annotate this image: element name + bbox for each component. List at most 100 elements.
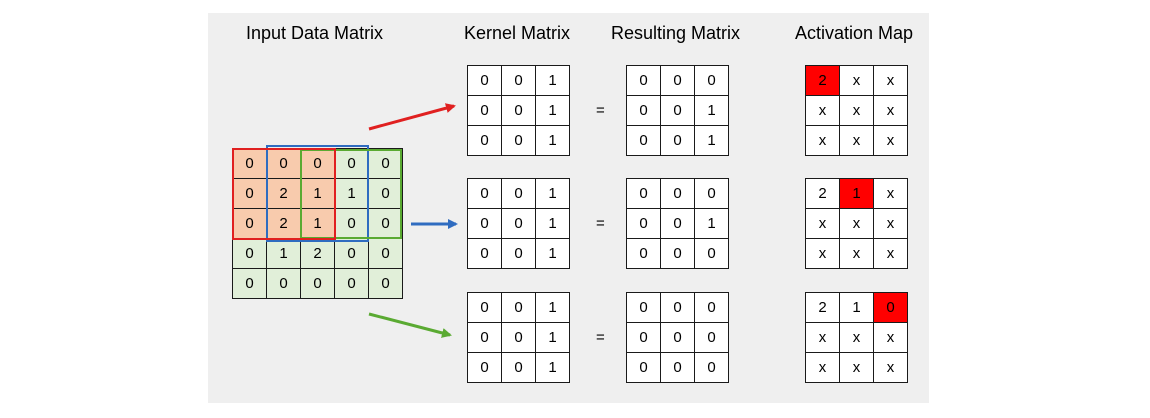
matrix-cell: 1 — [535, 95, 570, 126]
matrix-cell: 0 — [626, 95, 661, 126]
activation-cell: x — [805, 238, 840, 269]
matrix-cell: 0 — [660, 352, 695, 383]
matrix-cell: 0 — [467, 95, 502, 126]
matrix-cell: 0 — [467, 65, 502, 96]
input-cell: 2 — [300, 238, 335, 269]
matrix-cell: 0 — [467, 178, 502, 209]
red-arrow — [368, 103, 456, 131]
activation-cell: 2 — [805, 292, 840, 323]
matrix-cell: 1 — [535, 352, 570, 383]
input-cell: 0 — [368, 268, 403, 299]
input-matrix-title: Input Data Matrix — [246, 23, 384, 43]
matrix-cell: 0 — [660, 208, 695, 239]
matrix-cell: 0 — [501, 65, 536, 96]
input-cell: 0 — [232, 268, 267, 299]
matrix-cell: 1 — [535, 238, 570, 269]
activation-cell: x — [873, 238, 908, 269]
activation-cell: 2 — [805, 178, 840, 209]
activation-cell-highlighted: 0 — [873, 292, 908, 323]
matrix-cell: 0 — [626, 352, 661, 383]
matrix-cell: 0 — [694, 65, 729, 96]
activation-cell: x — [805, 352, 840, 383]
blue-window-outline — [266, 145, 369, 242]
input-cell: 0 — [334, 208, 369, 239]
matrix-cell: 0 — [626, 322, 661, 353]
input-cell: 0 — [266, 268, 301, 299]
matrix-cell: 0 — [660, 238, 695, 269]
activation-cell: x — [839, 238, 874, 269]
input-data-matrix: 0 0 0 0 0 0 2 1 1 0 0 2 1 0 0 0 1 2 0 0 … — [232, 148, 403, 299]
matrix-cell: 0 — [467, 352, 502, 383]
kernel-matrix-title: Kernel Matrix — [464, 23, 571, 43]
matrix-cell: 0 — [660, 65, 695, 96]
activation-cell: x — [873, 95, 908, 126]
activation-cell: 1 — [839, 292, 874, 323]
activation-cell: x — [839, 352, 874, 383]
matrix-cell: 1 — [694, 125, 729, 156]
matrix-cell: 0 — [467, 292, 502, 323]
matrix-cell: 0 — [694, 292, 729, 323]
matrix-cell: 0 — [626, 238, 661, 269]
matrix-cell: 0 — [501, 178, 536, 209]
matrix-cell: 0 — [626, 292, 661, 323]
equals-sign: = — [596, 215, 605, 232]
activation-cell: x — [839, 95, 874, 126]
matrix-cell: 0 — [501, 352, 536, 383]
matrix-cell: 0 — [501, 238, 536, 269]
activation-cell: x — [839, 208, 874, 239]
activation-cell-highlighted: 1 — [839, 178, 874, 209]
green-arrow — [368, 312, 452, 338]
matrix-cell: 0 — [467, 238, 502, 269]
activation-cell: x — [873, 125, 908, 156]
matrix-cell: 1 — [535, 208, 570, 239]
input-cell: 1 — [334, 178, 369, 209]
activation-cell: x — [805, 95, 840, 126]
activation-cell: x — [873, 352, 908, 383]
matrix-cell: 0 — [660, 322, 695, 353]
activation-cell: x — [839, 65, 874, 96]
activation-cell: x — [839, 322, 874, 353]
matrix-cell: 1 — [535, 125, 570, 156]
equals-sign: = — [596, 102, 605, 119]
input-cell: 0 — [300, 268, 335, 299]
input-cell: 0 — [300, 148, 335, 179]
input-cell: 0 — [368, 178, 403, 209]
matrix-cell: 0 — [501, 208, 536, 239]
activation-cell: x — [873, 208, 908, 239]
matrix-cell: 0 — [626, 65, 661, 96]
matrix-cell: 0 — [626, 208, 661, 239]
activation-cell: x — [873, 178, 908, 209]
matrix-cell: 0 — [467, 125, 502, 156]
matrix-cell: 0 — [626, 125, 661, 156]
input-cell: 0 — [232, 178, 267, 209]
matrix-cell: 0 — [694, 322, 729, 353]
matrix-cell: 0 — [501, 322, 536, 353]
matrix-cell: 0 — [660, 125, 695, 156]
matrix-cell: 1 — [535, 292, 570, 323]
matrix-cell: 0 — [501, 125, 536, 156]
matrix-cell: 1 — [694, 95, 729, 126]
matrix-cell: 0 — [467, 322, 502, 353]
activation-map-title: Activation Map — [795, 23, 914, 43]
matrix-cell: 1 — [535, 178, 570, 209]
activation-cell: x — [873, 65, 908, 96]
equals-sign: = — [596, 329, 605, 346]
activation-cell-highlighted: 2 — [805, 65, 840, 96]
activation-cell: x — [805, 125, 840, 156]
matrix-cell: 0 — [694, 238, 729, 269]
activation-cell: x — [873, 322, 908, 353]
matrix-cell: 1 — [535, 65, 570, 96]
activation-cell: x — [839, 125, 874, 156]
input-cell: 0 — [368, 238, 403, 269]
matrix-cell: 0 — [694, 178, 729, 209]
matrix-cell: 1 — [535, 322, 570, 353]
